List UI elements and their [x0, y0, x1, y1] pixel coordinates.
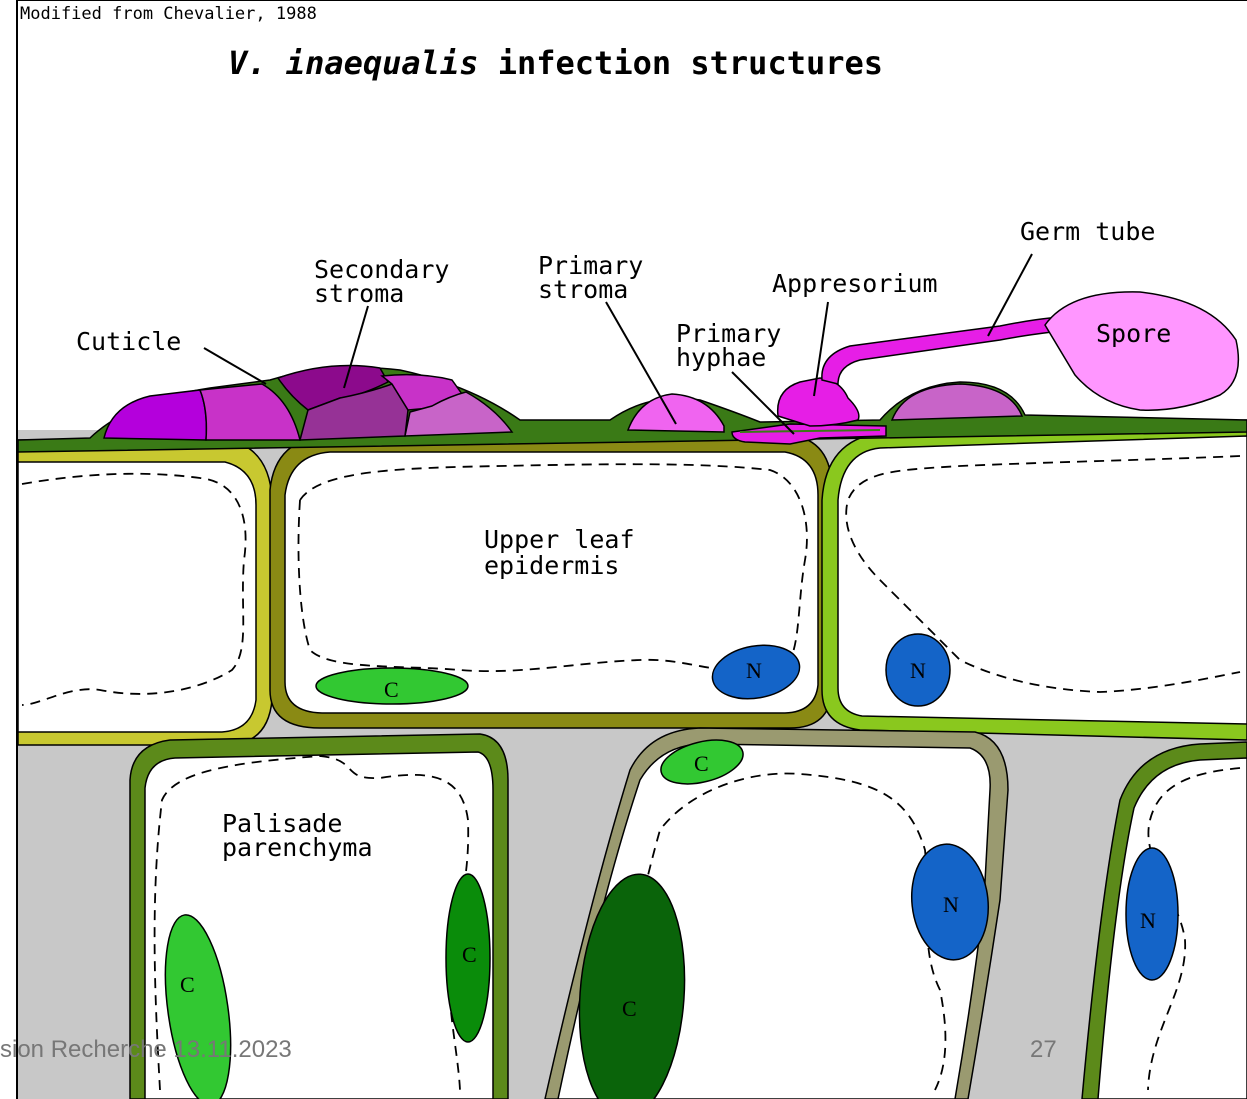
label-cuticle: Cuticle	[76, 327, 181, 356]
title-species: V. inaequalis	[228, 44, 478, 82]
page-number: 27	[1030, 1036, 1057, 1064]
epidermis-cell-left	[18, 462, 256, 732]
label-upper-epidermis-line1: Upper leaf	[484, 525, 635, 554]
nucleus-letter-palisade-right: N	[1140, 908, 1156, 933]
chloroplast-letter-palisade-mid: C	[462, 942, 477, 967]
label-upper-epidermis-line2: epidermis	[484, 551, 619, 580]
footer-text: sion Recherche 13.11.2023	[0, 1036, 292, 1063]
chloroplast-letter-palisade-dark: C	[622, 996, 637, 1021]
diagram-title: V. inaequalis infection structures	[228, 44, 883, 82]
chloroplast-letter-palisade-upper: C	[694, 751, 709, 776]
label-primary-stroma-line2: stroma	[538, 275, 628, 304]
title-rest: infection structures	[478, 44, 883, 82]
nucleus-letter-epidermis-middle: N	[746, 658, 762, 683]
source-note: Modified from Chevalier, 1988	[20, 4, 317, 24]
label-appresorium: Appresorium	[772, 269, 938, 298]
nucleus-letter-epidermis-right: N	[910, 658, 926, 683]
label-spore: Spore	[1096, 319, 1171, 348]
chloroplast-letter-palisade-left: C	[180, 972, 195, 997]
label-primary-hyphae-line2: hyphae	[676, 343, 766, 372]
nucleus-letter-palisade-middle: N	[943, 892, 959, 917]
footer-presentation-info: sion Recherche 13.11.2023	[0, 1036, 360, 1076]
label-germ-tube: Germ tube	[1020, 217, 1155, 246]
label-palisade-line2: parenchyma	[222, 833, 373, 862]
label-secondary-stroma-line2: stroma	[314, 279, 404, 308]
chloroplast-letter-epidermis: C	[384, 677, 399, 702]
